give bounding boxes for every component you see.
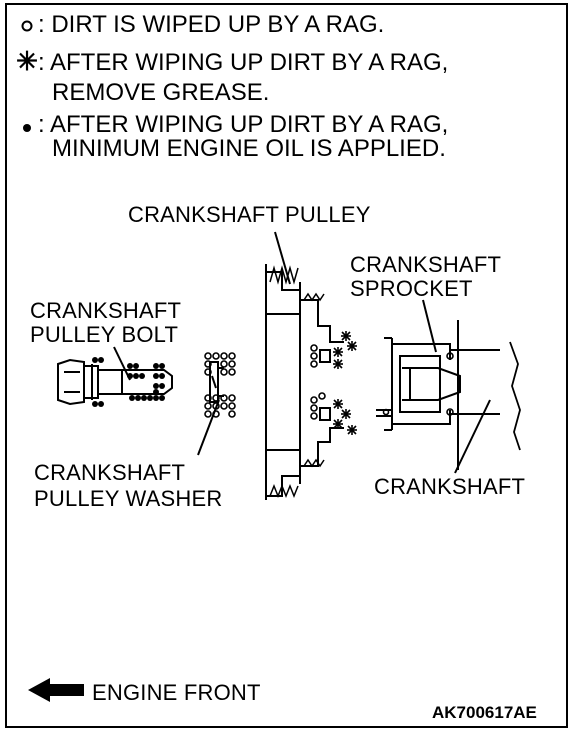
asterisk-icon: ✳ [16, 46, 38, 76]
label-pulley-bolt-line2: PULLEY BOLT [30, 322, 179, 347]
leader-crankshaft-pulley [274, 231, 291, 285]
legend-item-grease: ✳: AFTER WIPING UP DIRT BY A RAG, [16, 48, 448, 76]
engine-front-label: ENGINE FRONT [92, 680, 261, 705]
label-crankshaft: CRANKSHAFT [374, 474, 526, 499]
label-crankshaft-sprocket-line2: SPROCKET [350, 276, 473, 301]
legend-item-wiped: : DIRT IS WIPED UP BY A RAG. [16, 12, 384, 38]
engine-front-arrow-icon [28, 678, 84, 702]
legend-text-oil-1: : AFTER WIPING UP DIRT BY A RAG, [38, 111, 449, 138]
legend-text-grease-2: REMOVE GREASE. [52, 79, 270, 106]
legend-text-oil-2: MINIMUM ENGINE OIL IS APPLIED. [52, 135, 446, 162]
dot-icon [16, 112, 38, 138]
legend-item-oil: : AFTER WIPING UP DIRT BY A RAG, [16, 112, 448, 138]
label-pulley-washer-line1: CRANKSHAFT [34, 460, 186, 485]
grease-removed-asterisk-marks [333, 331, 357, 435]
leader-pulley-bolt [113, 346, 131, 381]
legend-text-wiped: : DIRT IS WIPED UP BY A RAG. [38, 11, 385, 38]
leader-crankshaft [454, 399, 491, 474]
open-circle-icon [16, 12, 38, 38]
label-crankshaft-pulley: CRANKSHAFT PULLEY [128, 202, 371, 227]
oil-applied-dot-marks [92, 357, 165, 407]
leader-crankshaft-sprocket [422, 299, 437, 353]
figure-frame [5, 3, 568, 728]
label-crankshaft-sprocket-line1: CRANKSHAFT [350, 252, 502, 277]
legend-text-grease-1: : AFTER WIPING UP DIRT BY A RAG, [38, 49, 449, 76]
crankshaft-sprocket-drawing [376, 320, 521, 470]
pulley-bolt-drawing [57, 358, 173, 406]
label-pulley-washer-line2: PULLEY WASHER [34, 486, 223, 511]
wiped-circle-marks [204, 344, 454, 420]
label-pulley-bolt-line1: CRANKSHAFT [30, 298, 182, 323]
crankshaft-pulley-drawing [265, 264, 344, 500]
figure-code: AK700617AE [432, 703, 537, 722]
